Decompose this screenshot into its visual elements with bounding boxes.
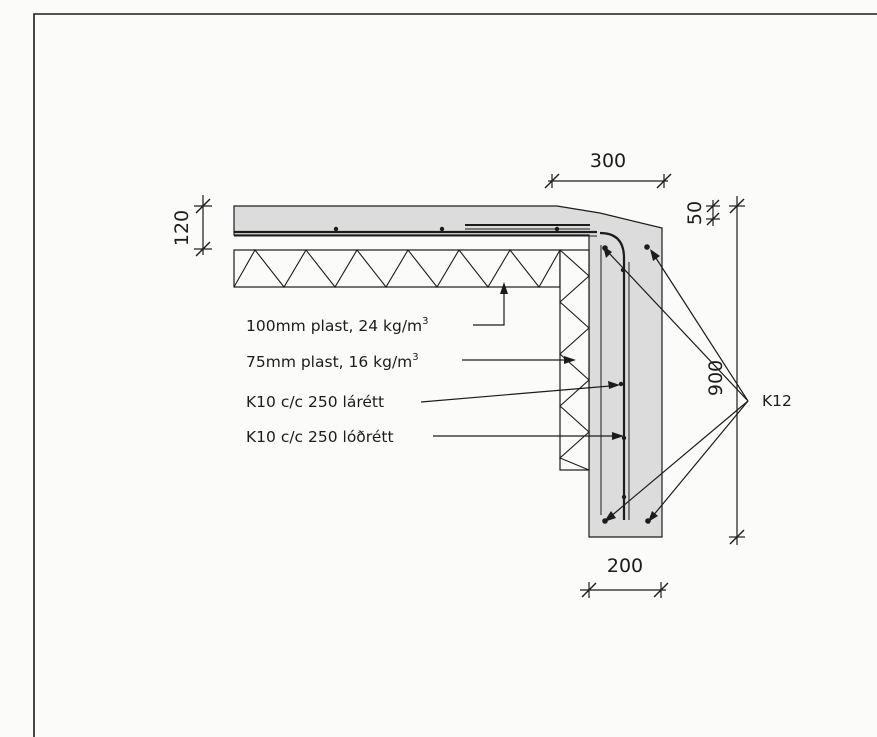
- dimension-900: 50 900: [684, 196, 745, 545]
- callout-rebar-horizontal: K10 c/c 250 lárétt: [246, 393, 384, 411]
- dimension-200: 200: [580, 555, 669, 598]
- rebar-slab: [234, 224, 597, 237]
- callout-insulation-top: 100mm plast, 24 kg/m3: [246, 316, 429, 335]
- callout-leaders: [420, 282, 624, 440]
- dimension-200-label: 200: [607, 555, 643, 577]
- dimension-300-label: 300: [590, 150, 626, 172]
- dimension-120: 120: [171, 195, 212, 257]
- k12-label: K12: [762, 392, 792, 410]
- dimension-120-label: 120: [171, 210, 193, 246]
- dimension-50-label: 50: [684, 201, 706, 225]
- insulation-top: [233, 249, 561, 288]
- dimension-900-label: 900: [705, 360, 727, 396]
- k12-leaders: [603, 246, 749, 522]
- frame-border: [33, 13, 877, 737]
- dimension-300: 300: [544, 150, 672, 189]
- callout-rebar-vertical: K10 c/c 250 lóðrétt: [246, 428, 394, 446]
- callout-insulation-side: 75mm plast, 16 kg/m3: [246, 352, 419, 371]
- rebar-wall: [599, 231, 651, 524]
